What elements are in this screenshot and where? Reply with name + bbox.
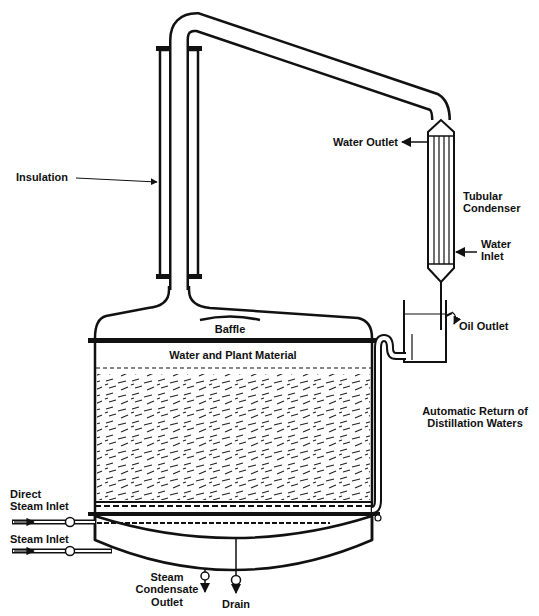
steam-pipe <box>12 549 112 554</box>
part-label: Steam Condensate Outlet <box>134 571 200 608</box>
part-label: Tubular Condenser <box>463 190 531 215</box>
part-label: Water Outlet <box>300 136 398 148</box>
part-label: Baffle <box>200 323 260 335</box>
return-tube-bore <box>372 338 407 510</box>
valve <box>66 518 75 527</box>
perforated-coil <box>97 522 330 524</box>
part-label: Steam Inlet <box>10 533 69 545</box>
part-label: Water and Plant Material <box>118 349 348 361</box>
valve <box>201 572 209 580</box>
tube-sheet <box>428 135 454 137</box>
water-inlet-pipe <box>456 251 477 253</box>
part-label: Water Inlet <box>481 238 527 263</box>
baffle <box>200 317 260 321</box>
part-label: Direct Steam Inlet <box>10 488 74 513</box>
steam-pipe <box>12 520 95 525</box>
water-level <box>96 368 371 369</box>
condenser-tubes <box>434 136 449 264</box>
condenser-tube <box>438 136 439 264</box>
condenser-tube <box>443 136 444 264</box>
liquid-level <box>405 314 445 315</box>
part-label: Automatic Return of Distillation Waters <box>420 405 530 430</box>
flow-arrow <box>452 312 456 324</box>
return-tube <box>372 338 406 510</box>
valve <box>232 576 241 585</box>
steam-pipe-bore <box>13 521 95 523</box>
condenser-tube <box>433 136 434 264</box>
valve <box>375 515 381 521</box>
part-label: Insulation <box>16 171 68 183</box>
bottom-flange <box>88 512 380 516</box>
steam-jacket <box>95 516 372 570</box>
vapour-pipe-bore <box>179 22 441 292</box>
vessel-wall <box>94 343 97 540</box>
still-hood <box>95 286 169 338</box>
part-label: Drain <box>216 598 256 610</box>
oil-spout <box>446 313 452 316</box>
plant-material <box>97 374 370 500</box>
part-label: Oil Outlet <box>459 320 509 332</box>
valve <box>66 547 75 556</box>
tube-sheet <box>428 263 454 265</box>
steam-pipe-bore <box>13 550 111 552</box>
water-outlet-pipe <box>402 141 428 143</box>
leader-line <box>76 178 157 182</box>
grate <box>95 501 372 503</box>
lid-flange <box>88 338 380 343</box>
oil-separator <box>404 300 446 362</box>
flow-arrow <box>14 521 34 522</box>
still-hood <box>189 286 372 338</box>
siphon-tube <box>411 334 412 360</box>
vessel-bottom <box>95 516 372 538</box>
grate <box>95 505 372 507</box>
distillate-pipe <box>440 282 442 330</box>
condenser-tube <box>448 136 449 264</box>
condenser-shell <box>428 120 454 282</box>
flow-arrow <box>14 550 34 551</box>
